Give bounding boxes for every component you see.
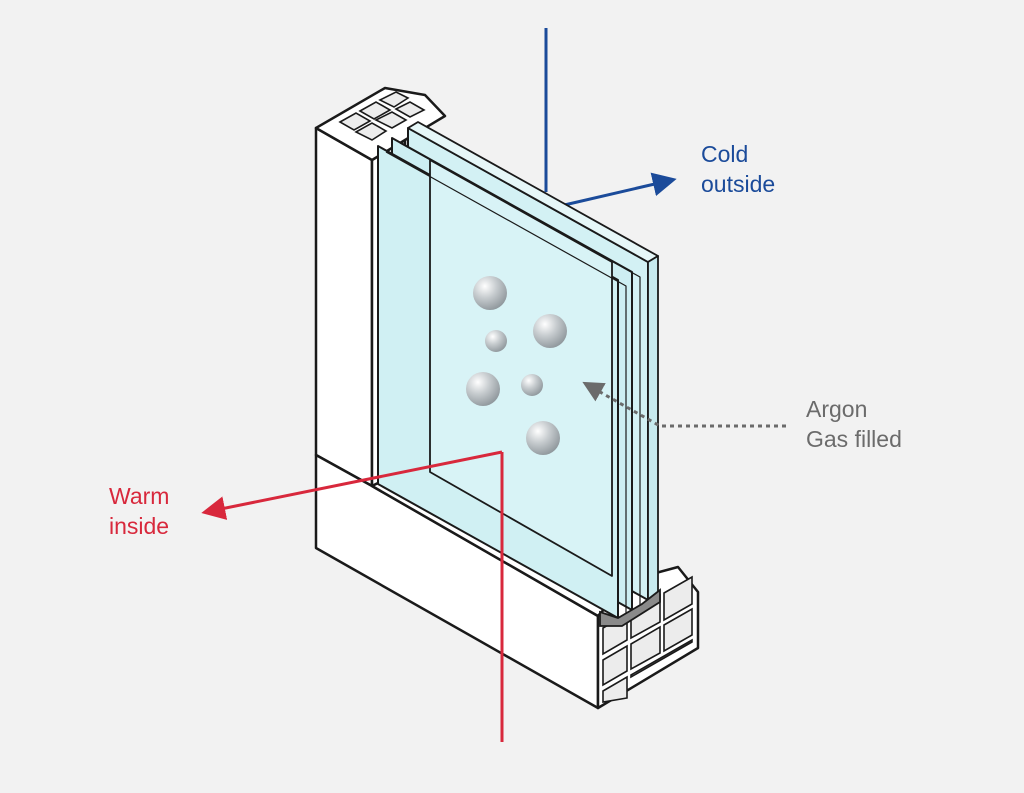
frame-side-face (314, 126, 374, 488)
argon-bubble (466, 372, 500, 406)
warm-label-line1: Warm (109, 483, 170, 509)
cold-outside-arrow (544, 28, 677, 208)
warm-inside-label: Warm inside (109, 481, 169, 541)
warm-inside-arrow (201, 450, 504, 742)
warm-label-line2: inside (109, 513, 170, 539)
argon-label-line2: Gas filled (806, 426, 902, 452)
top-profile-chambers (338, 91, 426, 141)
glass-pane-edge-side (647, 255, 659, 601)
argon-bubble (526, 421, 560, 455)
argon-bubble (485, 330, 507, 352)
argon-label-line1: Argon (806, 396, 868, 422)
cold-label-line1: Cold (701, 141, 749, 167)
cold-label-line2: outside (701, 171, 776, 197)
argon-gas-label: Argon Gas filled (806, 394, 902, 454)
spacer-bar (599, 588, 661, 627)
glass-unit (377, 121, 659, 619)
argon-bubbles (466, 276, 567, 455)
argon-bubble (533, 314, 567, 348)
argon-bubble (521, 374, 543, 396)
argon-pointer (582, 381, 786, 428)
cold-outside-label: Cold outside (701, 139, 775, 199)
argon-bubble (473, 276, 507, 310)
